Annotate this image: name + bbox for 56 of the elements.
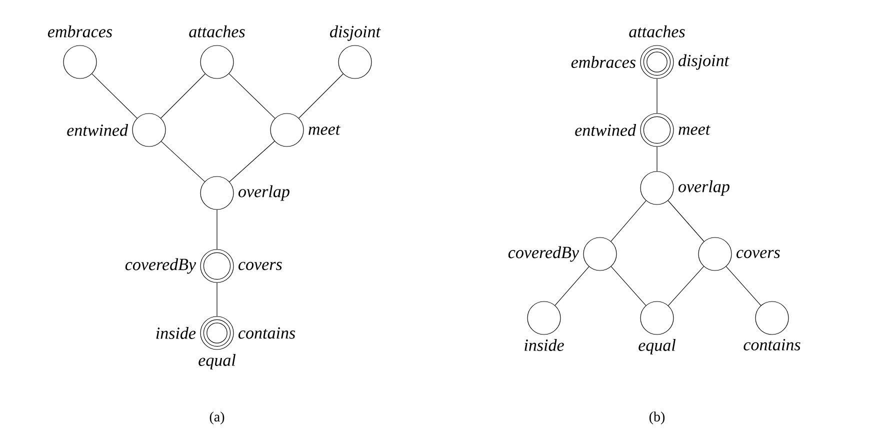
state-circle [640, 301, 674, 335]
state-circle [640, 113, 674, 147]
connector-line [160, 74, 206, 118]
relation-label: covers [238, 262, 282, 270]
relation-label: covers [736, 250, 780, 258]
connector-line [216, 282, 218, 316]
state-circle [270, 113, 304, 147]
connector-line [228, 73, 276, 119]
connector-line [161, 141, 205, 182]
relation-label: attaches [629, 25, 685, 38]
state-circle [640, 45, 674, 79]
connector-line [610, 200, 646, 242]
subfigure-caption: (b) [649, 412, 665, 424]
relation-label: inside [156, 327, 196, 339]
relation-label: contains [238, 327, 296, 339]
connector-line [668, 266, 704, 306]
state-circle [338, 45, 372, 79]
relation-label: entwined [575, 124, 636, 136]
relation-label: embraces [48, 25, 112, 38]
state-circle [200, 176, 234, 210]
relation-label: contains [744, 339, 800, 350]
connector-line [668, 200, 704, 242]
state-circle [63, 45, 97, 79]
connector-line [726, 266, 762, 306]
relation-label: overlap [678, 180, 730, 196]
relation-label: equal [638, 339, 676, 354]
relation-label: coveredBy [508, 246, 580, 262]
connector-line [610, 266, 646, 306]
relation-label: equal [198, 354, 236, 370]
connector-line [216, 210, 218, 250]
state-circle [200, 45, 234, 79]
connector-line [298, 74, 344, 118]
connector-line [656, 78, 658, 114]
state-circle [755, 301, 789, 335]
connector-line [229, 140, 275, 182]
relation-label: disjoint [678, 54, 730, 70]
state-circle [527, 301, 561, 335]
connector-line [554, 266, 590, 306]
relation-label: meet [308, 125, 340, 135]
relation-label: meet [678, 125, 710, 135]
state-circle [640, 171, 674, 205]
relation-label: entwined [67, 124, 128, 136]
connector-line [92, 73, 138, 118]
subfigure-caption: (a) [210, 412, 224, 424]
state-circle [200, 249, 234, 283]
relation-label: coveredBy [125, 258, 196, 274]
relation-label: disjoint [330, 25, 381, 41]
relation-label: attaches [189, 25, 245, 38]
state-circle [583, 237, 617, 271]
state-circle [132, 113, 166, 147]
relation-label: embraces [571, 56, 636, 68]
state-circle [200, 316, 234, 350]
relation-label: overlap [238, 185, 290, 201]
relation-label: inside [524, 339, 564, 351]
connector-line [656, 146, 658, 172]
state-circle [698, 237, 732, 271]
